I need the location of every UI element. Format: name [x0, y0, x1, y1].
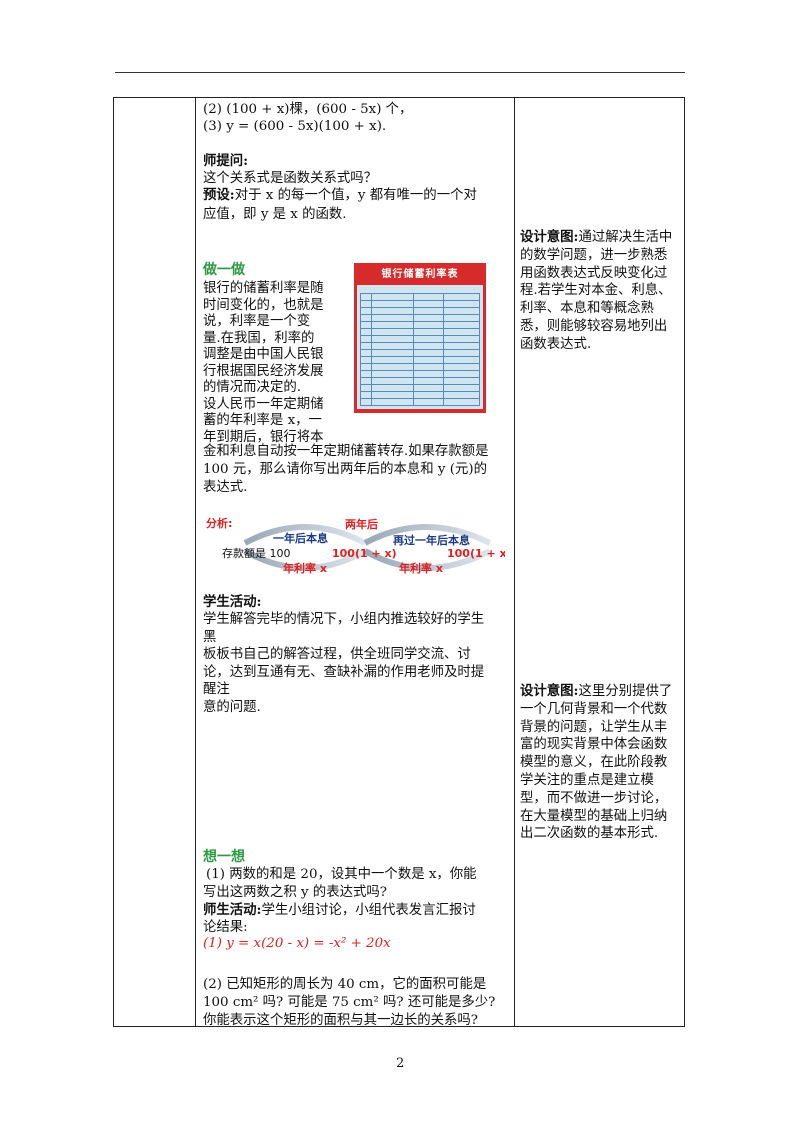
think-line-1: (1) 两数的和是 20，设其中一个数是 x，你能	[206, 867, 477, 882]
do-it-full-1: 金和利息自动按一年定期储蓄转存.如果存款额是	[203, 444, 489, 459]
analysis-label: 分析:	[206, 516, 232, 530]
teacher-question: 这个关系式是函数关系式吗？	[203, 171, 378, 186]
rate-table-title: 银行储蓄利率表	[381, 269, 459, 280]
think-title: 想一想	[203, 849, 245, 865]
do-it-line: 银行的储蓄利率是随	[203, 281, 324, 296]
header-rule	[115, 72, 685, 73]
do-it-line: 设人民币一年定期储	[203, 396, 324, 412]
arc-again	[363, 524, 492, 546]
preset-label: 预设:	[203, 187, 235, 203]
mid-value: 100(1 + x)	[332, 547, 397, 560]
do-it-title: 做一做	[203, 262, 245, 278]
column-divider-left	[195, 98, 196, 1026]
student-activity-line: 醒注	[203, 682, 230, 697]
page-number: 2	[396, 1056, 405, 1071]
final-value: 100(1 + x)²	[447, 547, 505, 560]
teacher-student-line-2: 论结果:	[203, 920, 248, 935]
question-2-line-3: 你能表示这个矩形的面积与其一边长的关系吗?	[203, 1013, 478, 1028]
lesson-table	[113, 97, 685, 1027]
column-divider-right	[514, 98, 515, 1026]
student-activity-line: 板板书自己的解答过程，供全班同学交流、讨	[203, 647, 471, 662]
rate-label-1: 年利率 x	[283, 561, 327, 575]
student-activity-line: 意的问题.	[203, 699, 261, 715]
again-one-year: 再过一年后本息	[393, 533, 470, 547]
do-it-line: 时间变化的，也就是	[203, 297, 324, 313]
answer-line-3: (3) y = (600 - 5x)(100 + x).	[203, 119, 387, 134]
teacher-student-label: 师生活动:	[203, 902, 262, 918]
do-it-line: 说，利率是一个变	[203, 314, 311, 329]
student-activity-line: 黑	[203, 629, 217, 645]
teacher-student-line-1: 师生活动:学生小组讨论，小组代表发言汇报讨	[203, 902, 476, 919]
teacher-question-label: 师提问:	[203, 153, 249, 169]
design-intent-text-2: 这里分别提供了一个几何背景和一个代数背景的问题，让学生从丰富的现实背景中体会函数…	[520, 684, 673, 842]
arc-rate-1	[243, 548, 367, 571]
do-it-line: 年到期后，银行将本	[203, 429, 324, 445]
teacher-student-text-1: 学生小组讨论，小组代表发言汇报讨	[261, 903, 476, 918]
do-it-line: 行根据国民经济发展	[203, 363, 324, 379]
analysis-diagram: 分析: 两年后 一年后本息 再过一年后本息 存款额是 100 100(1 + x…	[206, 516, 505, 575]
do-it-line: 调整是由中国人民银	[203, 347, 324, 362]
answer-expression: (1) y = x(20 - x) = -x² + 20x	[203, 936, 391, 951]
do-it-full-3: 表达式.	[203, 480, 248, 495]
arc-one-year	[243, 524, 367, 546]
think-line-2: 写出这两数之积 y 的表达式吗?	[203, 885, 387, 900]
design-intent-2: 设计意图:这里分别提供了一个几何背景和一个代数背景的问题，让学生从丰富的现实背景…	[520, 683, 680, 843]
student-activity-line: 论，达到互通有无、查缺补漏的作用老师及时提	[203, 664, 485, 680]
student-activity-label: 学生活动:	[203, 594, 262, 610]
deposit-amount: 存款额是 100	[222, 546, 291, 560]
student-activity-line: 学生解答完毕的情况下，小组内推选较好的学生	[203, 612, 485, 627]
design-intent-1: 设计意图:通过解决生活中的数学问题，进一步熟悉用函数表达式反映变化过程.若学生对…	[520, 229, 680, 354]
do-it-line: 的情况而决定的.	[203, 380, 301, 395]
question-2-line-1: (2) 已知矩形的周长为 40 cm，它的面积可能是	[203, 977, 487, 992]
rate-label-2: 年利率 x	[399, 561, 443, 575]
design-intent-label-1: 设计意图:	[520, 229, 579, 245]
do-it-full-2: 100 元，那么请你写出两年后的本息和 y (元)的	[203, 462, 487, 477]
question-2-line-2: 100 cm² 吗? 可能是 75 cm² 吗? 还可能是多少?	[203, 995, 496, 1010]
bank-rate-table-image: 银行储蓄利率表	[354, 263, 486, 413]
answer-line-2: (2) (100 + x)棵，(600 - 5x) 个，	[203, 102, 413, 117]
do-it-line: 蓄的年利率是 x，一	[203, 413, 322, 428]
design-intent-text-1: 通过解决生活中的数学问题，进一步熟悉用函数表达式反映变化过程.若学生对本金、利息…	[520, 230, 673, 352]
preset-line-2: 应值，即 y 是 x 的函数.	[203, 207, 347, 222]
design-intent-label-2: 设计意图:	[520, 683, 579, 699]
do-it-line: 量.在我国，利率的	[203, 330, 315, 346]
rate-table-body	[357, 285, 483, 409]
preset-line-1: 预设:对于 x 的每一个值，y 都有唯一的一个对	[203, 187, 477, 204]
one-year-later: 一年后本息	[273, 531, 328, 545]
two-years-later: 两年后	[345, 517, 378, 531]
arc-rate-2	[363, 548, 492, 571]
preset-text-1: 对于 x 的每一个值，y 都有唯一的一个对	[234, 188, 477, 203]
